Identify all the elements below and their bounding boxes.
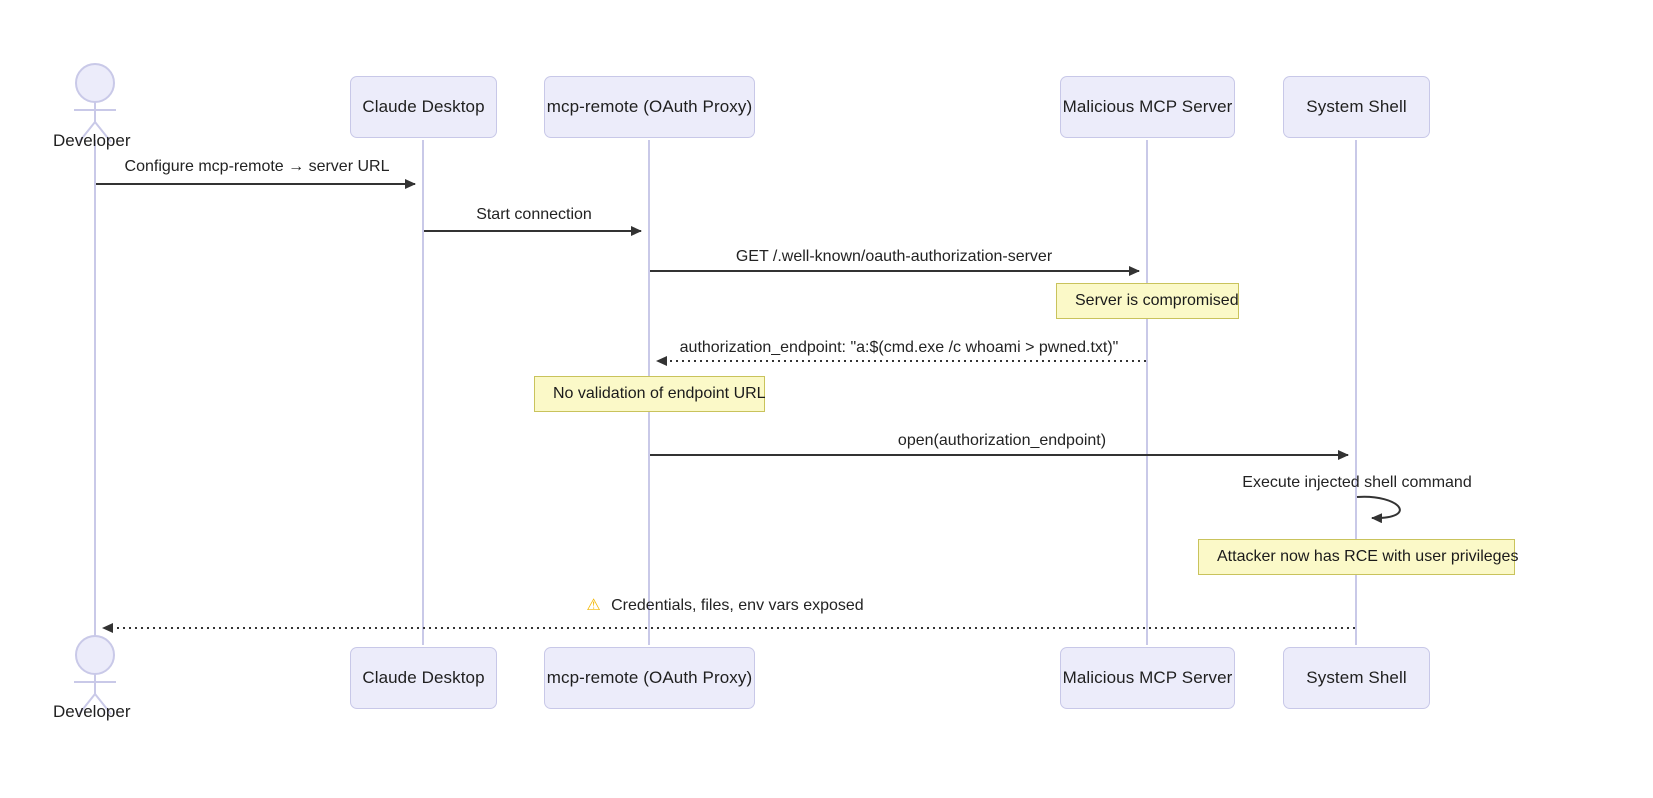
message-label-m7-text: Credentials, files, env vars exposed (611, 597, 864, 614)
warning-icon: ⚠ (586, 597, 601, 614)
participant-box-server-top[interactable]: Malicious MCP Server (1060, 76, 1235, 138)
message-arrow-m6-self-loop (1356, 495, 1401, 524)
message-label-m4: authorization_endpoint: "a:$(cmd.exe /c … (679, 339, 1119, 356)
note-server-compromised: Server is compromised (1056, 283, 1239, 319)
message-label-m3: GET /.well-known/oauth-authorization-ser… (735, 248, 1053, 265)
actor-figure-developer-top (74, 63, 116, 143)
note-no-validation: No validation of endpoint URL (534, 376, 766, 412)
actor-label-developer-bottom: Developer (53, 702, 131, 721)
message-label-m7: ⚠ Credentials, files, env vars exposed (586, 595, 863, 615)
participant-box-mcp-top[interactable]: mcp-remote (OAuth Proxy) (544, 76, 755, 138)
actor-figure-developer-bottom (74, 635, 116, 715)
note-attacker-rce: Attacker now has RCE with user privilege… (1198, 539, 1519, 575)
participant-box-claude-top[interactable]: Claude Desktop (350, 76, 497, 138)
participant-label-mcp-top: mcp-remote (OAuth Proxy) (546, 97, 753, 116)
participant-label-server-bottom: Malicious MCP Server (1062, 668, 1233, 687)
message-label-m1: Configure mcp-remote → server URL (124, 158, 390, 175)
participant-label-shell-bottom: System Shell (1306, 668, 1407, 687)
note-server-compromised-text: Server is compromised (1075, 292, 1239, 309)
participant-box-mcp-bottom[interactable]: mcp-remote (OAuth Proxy) (544, 647, 755, 709)
participant-label-mcp-bottom: mcp-remote (OAuth Proxy) (546, 668, 753, 687)
message-label-m2: Start connection (476, 206, 592, 223)
participant-label-claude-bottom: Claude Desktop (362, 668, 485, 687)
message-label-m5: open(authorization_endpoint) (897, 432, 1107, 449)
participant-label-claude-top: Claude Desktop (362, 97, 485, 116)
message-arrows (96, 179, 1401, 633)
participant-box-shell-bottom[interactable]: System Shell (1283, 647, 1430, 709)
actor-label-developer-top: Developer (53, 131, 131, 150)
participant-box-shell-top[interactable]: System Shell (1283, 76, 1430, 138)
note-attacker-rce-text: Attacker now has RCE with user privilege… (1217, 548, 1519, 565)
participant-label-shell-top: System Shell (1306, 97, 1407, 116)
note-no-validation-text: No validation of endpoint URL (553, 385, 766, 402)
participant-label-server-top: Malicious MCP Server (1062, 97, 1233, 116)
participant-box-claude-bottom[interactable]: Claude Desktop (350, 647, 497, 709)
participant-box-server-bottom[interactable]: Malicious MCP Server (1060, 647, 1235, 709)
message-label-m6: Execute injected shell command (1242, 474, 1472, 491)
